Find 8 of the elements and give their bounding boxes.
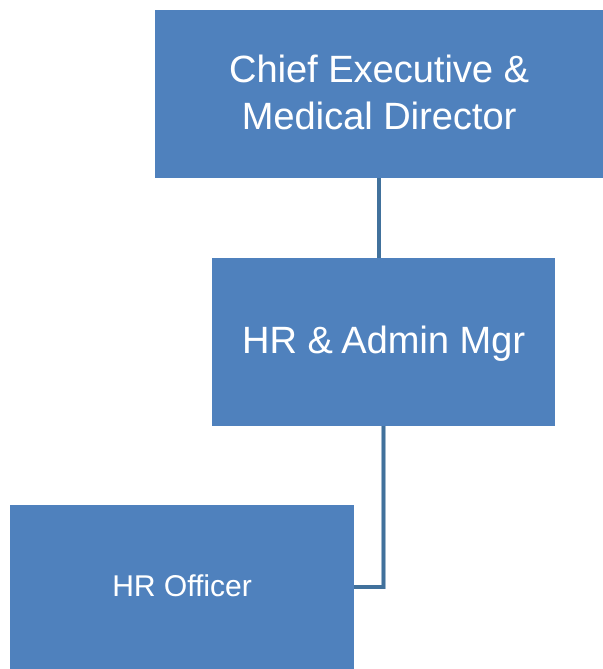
- box-label: HR & Admin Mgr: [242, 319, 525, 364]
- box-label: HR Officer: [112, 569, 252, 606]
- box-label: Chief Executive & Medical Director: [228, 48, 530, 140]
- org-box: [212, 258, 555, 426]
- connector-line: [354, 426, 386, 589]
- org-box: [10, 505, 354, 669]
- org-box: [155, 10, 603, 178]
- connector-line: [377, 178, 381, 258]
